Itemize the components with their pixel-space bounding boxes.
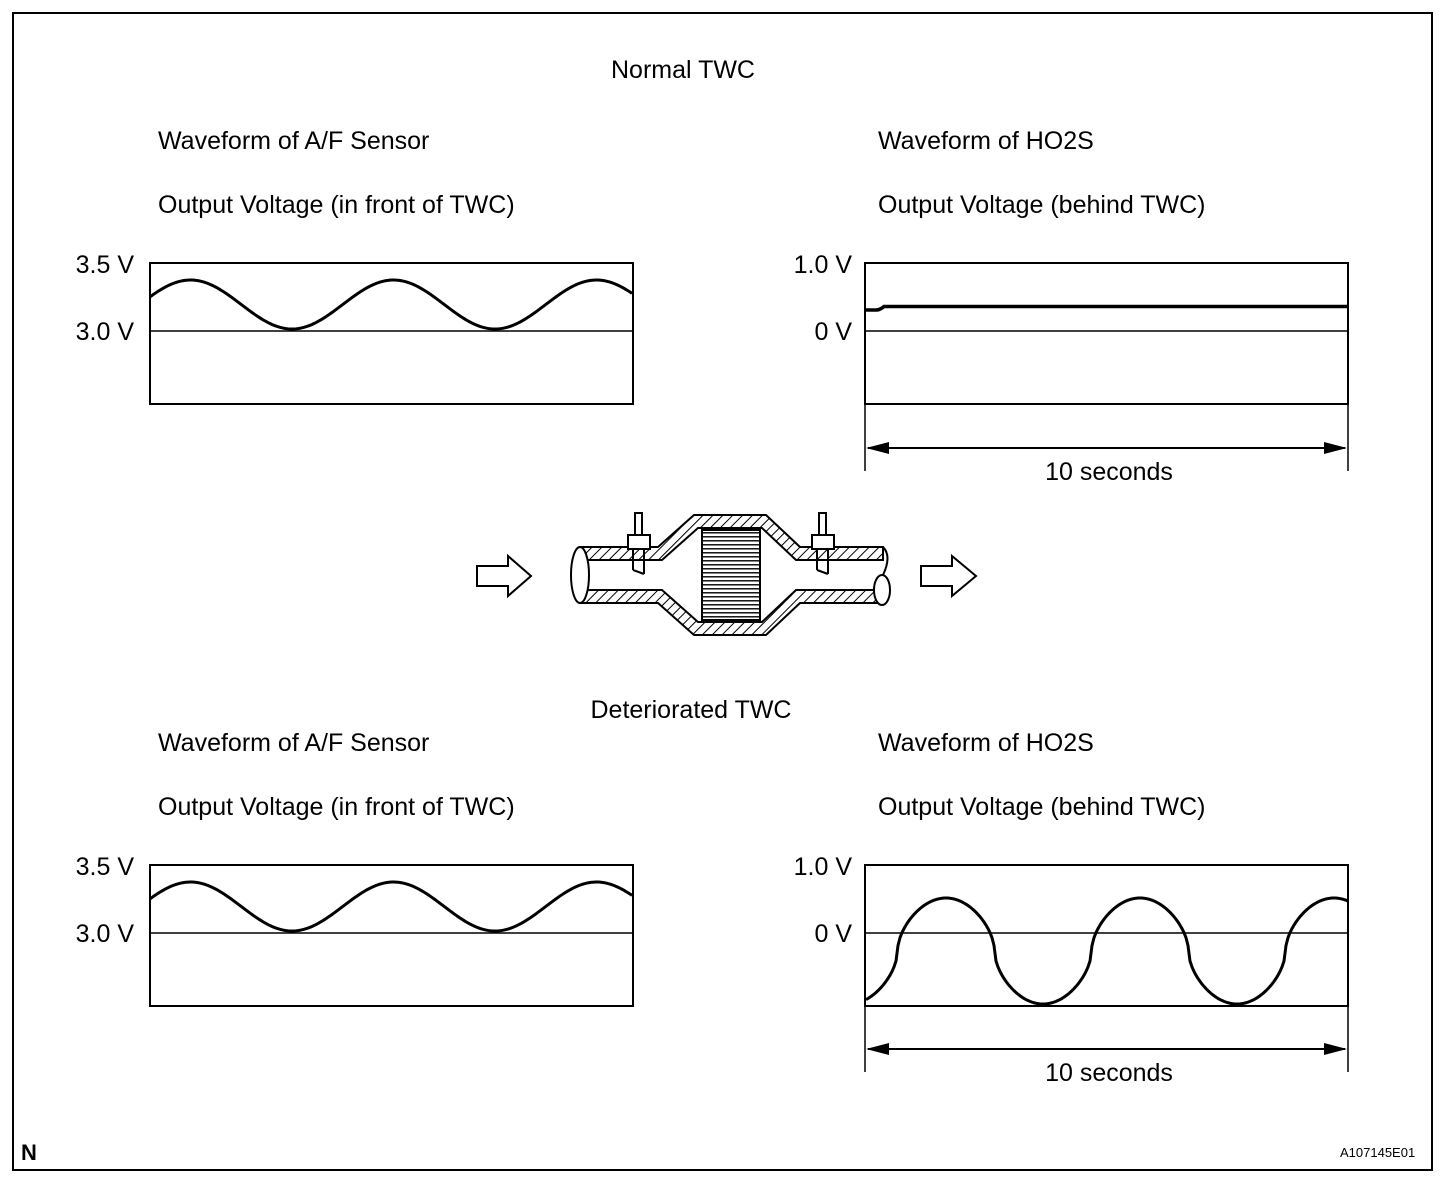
normal-af-waveform [149,278,633,331]
deteriorated-twc-title: Deteriorated TWC [590,696,792,724]
outlet-flow-arrow-icon [920,553,978,599]
det-ho2s-span-right-arrowhead [1324,1043,1347,1055]
outlet-pipe-end [873,574,891,606]
figure-frame [12,12,1433,1171]
inlet-pipe-end [570,546,590,604]
normal-ho2s-waveform [865,304,1348,312]
normal-ho2s-title-line1: Waveform of HO2S [878,127,1094,155]
det-af-waveform [149,880,633,933]
outlet-pipe-upper-edge [882,546,889,576]
ho2s-sensor-icon [811,512,835,575]
det-af-title-line1: Waveform of A/F Sensor [158,729,430,757]
normal-ho2s-span-label: 10 seconds [1045,458,1173,486]
normal-af-box [149,262,634,405]
normal-af-y-top-label: 3.5 V [75,251,134,279]
normal-ho2s-y-top-label: 1.0 V [793,251,852,279]
det-af-y-ref-label: 3.0 V [75,920,134,948]
normal-af-panel [149,262,634,405]
det-ho2s-panel [864,864,1349,1072]
normal-af-title-line2: Output Voltage (in front of TWC) [158,191,515,219]
catalytic-converter-illustration [476,512,978,636]
normal-af-y-ref-label: 3.0 V [75,318,134,346]
normal-ho2s-span-right-arrowhead [1324,442,1347,454]
corner-mark: N [21,1140,37,1165]
det-ho2s-y-ref-label: 0 V [814,920,852,948]
det-ho2s-span-label: 10 seconds [1045,1059,1173,1087]
det-af-title-line2: Output Voltage (in front of TWC) [158,793,515,821]
normal-ho2s-panel [864,262,1349,471]
normal-af-title-line1: Waveform of A/F Sensor [158,127,430,155]
det-ho2s-waveform [865,896,1349,1006]
det-af-panel [149,864,634,1007]
det-af-box [149,864,634,1007]
normal-ho2s-box [864,262,1349,405]
normal-twc-title: Normal TWC [611,56,755,84]
converter-upper-wall [579,514,884,561]
det-ho2s-y-top-label: 1.0 V [793,853,852,881]
det-ho2s-span-left-arrowhead [866,1043,889,1055]
normal-ho2s-y-ref-label: 0 V [814,318,852,346]
af-sensor-icon [627,512,651,575]
inlet-flow-arrow-icon [476,553,533,599]
normal-ho2s-title-line2: Output Voltage (behind TWC) [878,191,1206,219]
det-ho2s-title-line1: Waveform of HO2S [878,729,1094,757]
figure-id: A107145E01 [1340,1145,1416,1160]
det-ho2s-title-line2: Output Voltage (behind TWC) [878,793,1206,821]
det-ho2s-box [864,864,1349,1007]
normal-ho2s-span-left-arrowhead [866,442,889,454]
catalyst-substrate [701,529,761,621]
det-af-y-top-label: 3.5 V [75,853,134,881]
